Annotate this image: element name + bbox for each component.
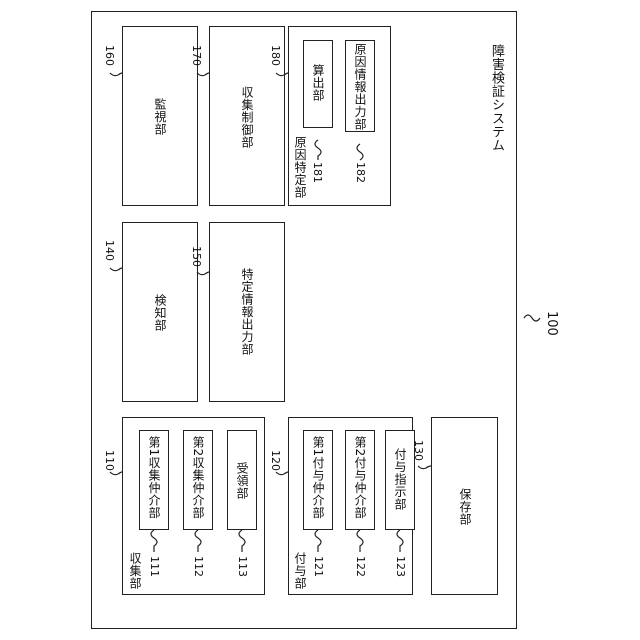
monitor-label: 監視部 [154,98,166,136]
system-title: 障害検証システム [490,44,503,152]
collect-mediator-1-ref: 111 [149,556,160,577]
cause-output-label: 原因情報出力部 [354,43,366,131]
assign-mediator-2-ref: 122 [355,556,366,577]
specific-output-ref: 150 [191,246,202,267]
receive-ref: 113 [237,556,248,577]
store-label: 保存部 [459,488,471,526]
assign-instruct-ref: 123 [395,556,406,577]
calc-ref: 181 [312,162,323,183]
cause-ref: 180 [270,45,281,66]
specific-output-label: 特定情報出力部 [241,268,253,356]
detect-ref: 140 [104,240,115,261]
cause-output-ref: 182 [355,162,366,183]
system-ref: 100 [545,311,558,336]
collect-mediator-2-label: 第2収集仲介部 [192,436,204,519]
assign-mediator-1-label: 第1付与仲介部 [312,436,324,519]
store-ref: 130 [413,440,424,461]
collect-control-ref: 170 [191,45,202,66]
cause-label: 原因特定部 [294,136,306,199]
assign-mediator-1-ref: 121 [313,556,324,577]
collect-control-label: 収集制御部 [241,86,253,149]
receive-label: 受領部 [236,462,248,500]
assign-mediator-2-label: 第2付与仲介部 [354,436,366,519]
assign-ref: 120 [270,450,281,471]
collect-ref: 110 [104,450,115,471]
collect-mediator-2-ref: 112 [193,556,204,577]
leader-100 [524,315,540,321]
assign-label: 付与部 [294,552,306,590]
calc-label: 算出部 [312,64,324,102]
collect-label: 収集部 [129,552,141,590]
assign-instruct-label: 付与指示部 [394,448,406,511]
monitor-ref: 160 [104,45,115,66]
detect-label: 検知部 [154,294,166,332]
collect-mediator-1-label: 第1収集仲介部 [148,436,160,519]
